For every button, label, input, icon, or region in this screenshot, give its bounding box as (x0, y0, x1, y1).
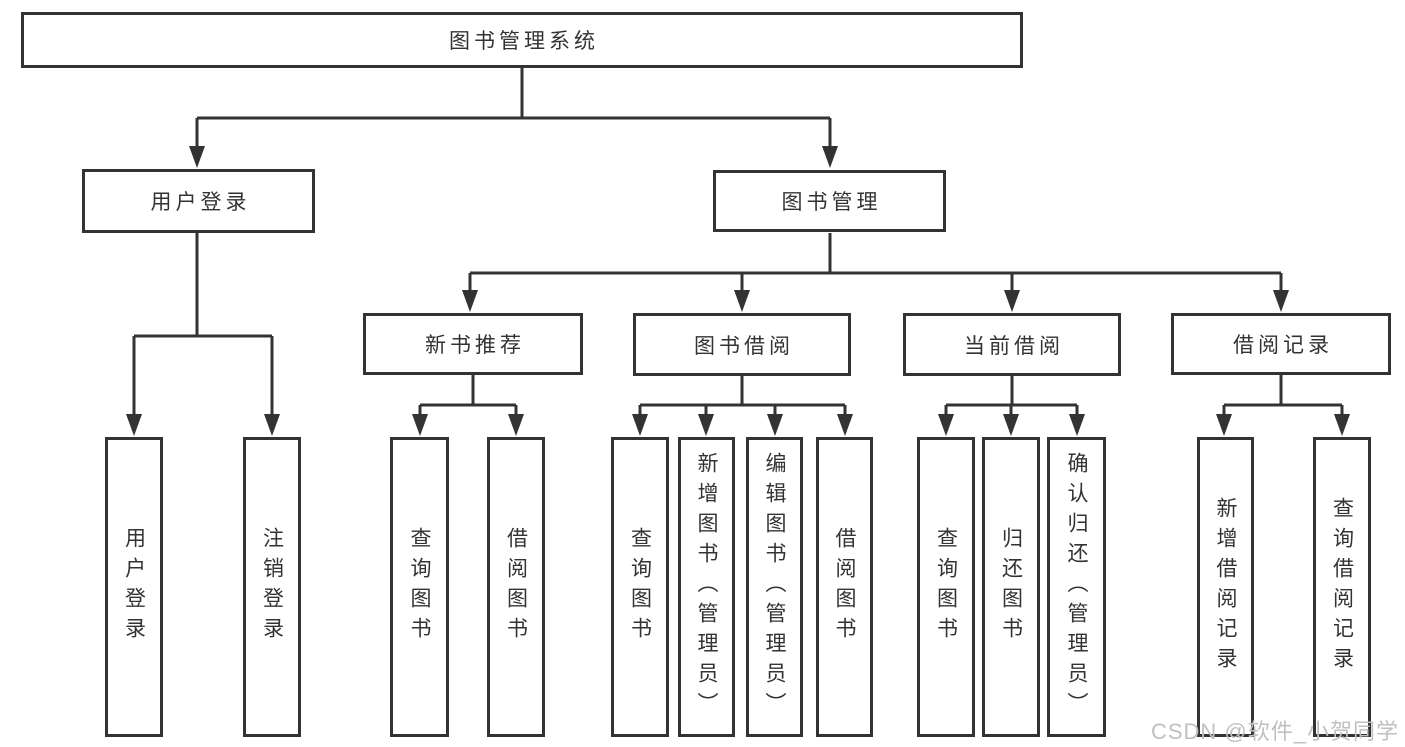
leaf-current-confirm-return-label: 确认归还（管理员） (1065, 452, 1088, 722)
node-current-borrow: 当前借阅 (903, 313, 1121, 376)
leaf-user-login: 用户登录 (105, 437, 163, 737)
node-book-mgmt-label: 图书管理 (781, 191, 882, 214)
leaf-borrow-edit-books: 编辑图书（管理员） (746, 437, 803, 737)
leaf-current-return-books: 归还图书 (982, 437, 1040, 737)
leaf-record-query-record-label: 查询借阅记录 (1330, 497, 1354, 677)
leaf-current-query-books: 查询图书 (917, 437, 975, 737)
node-current-borrow-label: 当前借阅 (964, 334, 1064, 358)
connector-current-borrow-to-leaves (938, 376, 1085, 436)
node-new-book-rec-label: 新书推荐 (425, 334, 525, 357)
leaf-rec-borrow-books: 借阅图书 (487, 437, 545, 737)
node-root-label: 图书管理系统 (449, 30, 599, 53)
connector-book-borrow-to-leaves (632, 376, 853, 436)
leaf-current-query-books-label: 查询图书 (934, 527, 958, 647)
leaf-current-return-books-label: 归还图书 (999, 527, 1023, 647)
leaf-rec-query-books-label: 查询图书 (408, 527, 431, 647)
watermark: CSDN @软件_小贺同学 (1150, 719, 1399, 744)
leaf-borrow-query-books: 查询图书 (611, 437, 669, 737)
node-root: 图书管理系统 (21, 12, 1023, 68)
leaf-borrow-borrow-books-label: 借阅图书 (833, 527, 856, 647)
node-book-mgmt: 图书管理 (713, 170, 946, 232)
leaf-borrow-add-books-label: 新增图书（管理员） (695, 452, 718, 722)
node-new-book-rec: 新书推荐 (363, 313, 583, 375)
leaf-record-add-record-label: 新增借阅记录 (1214, 497, 1237, 677)
node-book-borrow-label: 图书借阅 (694, 334, 794, 358)
leaf-current-confirm-return: 确认归还（管理员） (1047, 437, 1106, 737)
connector-borrow-record-to-leaves (1216, 374, 1350, 436)
leaf-user-login-label: 用户登录 (122, 527, 146, 647)
leaf-logout-label: 注销登录 (260, 527, 284, 647)
node-user-login: 用户登录 (82, 169, 315, 233)
connector-new-book-rec-to-leaves (412, 375, 524, 436)
connector-user-login-to-leaves (126, 233, 280, 436)
leaf-record-add-record: 新增借阅记录 (1197, 437, 1254, 737)
leaf-logout: 注销登录 (243, 437, 301, 737)
leaf-rec-borrow-books-label: 借阅图书 (504, 527, 528, 647)
connector-book-mgmt-to-level3 (462, 233, 1289, 312)
leaf-borrow-add-books: 新增图书（管理员） (678, 437, 735, 737)
leaf-borrow-borrow-books: 借阅图书 (816, 437, 873, 737)
leaf-rec-query-books: 查询图书 (390, 437, 449, 737)
leaf-record-query-record: 查询借阅记录 (1313, 437, 1371, 737)
node-borrow-record-label: 借阅记录 (1233, 334, 1333, 357)
leaf-borrow-edit-books-label: 编辑图书（管理员） (763, 452, 786, 722)
node-user-login-label: 用户登录 (150, 191, 251, 214)
node-book-borrow: 图书借阅 (633, 313, 851, 376)
connector-root-to-level2 (189, 68, 838, 168)
leaf-borrow-query-books-label: 查询图书 (628, 527, 652, 647)
node-borrow-record: 借阅记录 (1171, 313, 1391, 375)
